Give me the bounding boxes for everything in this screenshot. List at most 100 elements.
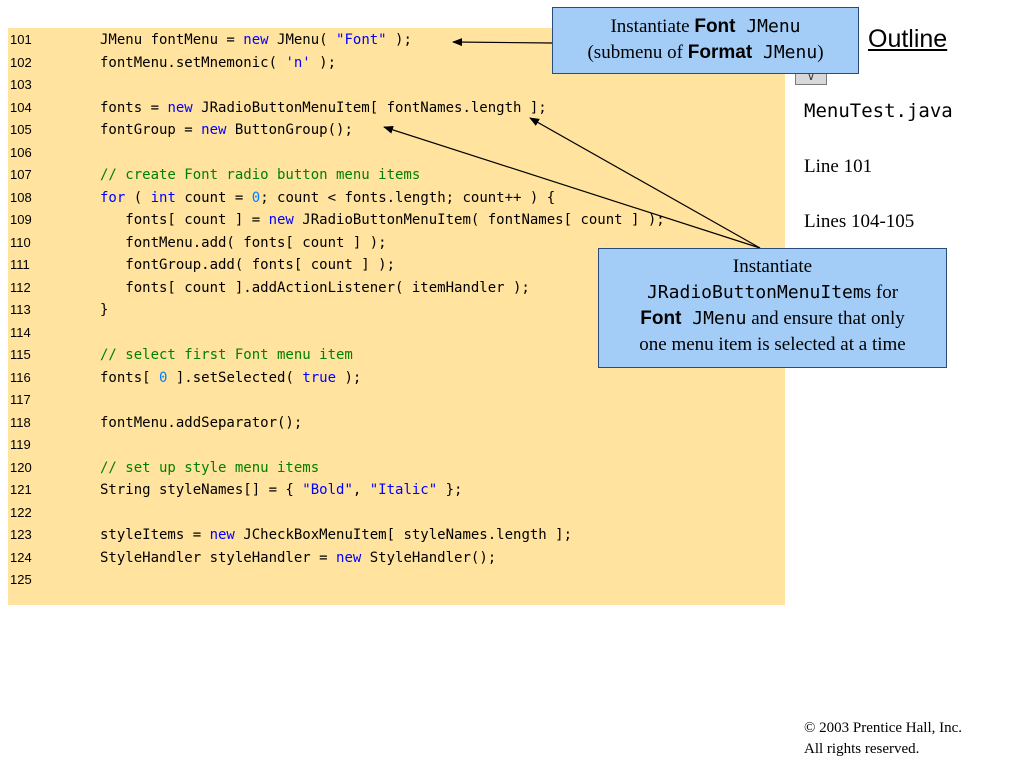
arrow-to-line-101	[452, 38, 553, 47]
callout-text: (submenu of	[587, 42, 688, 63]
line-number: 108	[10, 189, 32, 205]
line-number: 102	[10, 54, 32, 70]
code-token: 'n'	[285, 54, 311, 71]
line-number: 112	[10, 279, 31, 295]
code-token: new	[268, 212, 294, 228]
code-token: fonts[ count ].addActionListener( itemHa…	[100, 279, 530, 296]
callout-text: JMenu	[735, 16, 801, 37]
code-line: 109 fonts[ count ] = new JRadioButtonMen…	[8, 209, 785, 232]
code-token: fonts =	[100, 99, 168, 116]
line-reference-1: Line 101	[804, 156, 873, 177]
code-line: 115// select first Font menu item	[8, 344, 785, 367]
code-token: ].setSelected(	[167, 369, 303, 386]
line-code: // select first Font menu item	[100, 344, 353, 367]
code-line: 125	[8, 569, 785, 592]
arrow-to-line-104	[529, 117, 761, 249]
callout-text: Instantiate	[610, 16, 695, 37]
line-number: 123	[10, 527, 32, 542]
code-token: // set up style menu items	[100, 459, 320, 476]
line-number: 106	[10, 144, 32, 160]
callout-text: one menu item is selected at a time	[639, 334, 906, 355]
code-line: 103	[8, 74, 785, 97]
line-code: // set up style menu items	[100, 457, 319, 480]
line-number: 103	[10, 77, 32, 92]
line-code: fontMenu.addSeparator();	[100, 412, 302, 435]
line-number: 104	[10, 99, 32, 115]
code-token: "Bold"	[302, 482, 353, 498]
code-token: fontMenu.setMnemonic(	[100, 54, 286, 71]
file-name: MenuTest.java	[804, 100, 953, 122]
callout-text: JMenu	[752, 42, 818, 63]
code-token: (	[125, 189, 151, 206]
callout-text: Instantiate	[732, 256, 813, 277]
copyright-notice: © 2003 Prentice Hall, Inc. All rights re…	[804, 718, 962, 760]
line-number: 121	[10, 482, 32, 497]
line-code: fonts[ count ].addActionListener( itemHa…	[100, 277, 530, 300]
code-token: String styleNames[] = {	[100, 482, 303, 498]
copyright-line-2: All rights reserved.	[804, 741, 920, 757]
line-code: fontMenu.setMnemonic( 'n' );	[100, 52, 336, 75]
line-code: styleItems = new JCheckBoxMenuItem[ styl…	[100, 524, 572, 547]
code-line: 113}	[8, 299, 785, 322]
code-token: fontMenu.addSeparator();	[100, 414, 303, 431]
code-line: 121 String styleNames[] = { "Bold", "Ital…	[8, 479, 785, 502]
code-token: ButtonGroup();	[226, 122, 353, 138]
code-line: 111 fontGroup.add( fonts[ count ] );	[8, 254, 785, 277]
callout-radio-items: Instantiate JRadioButtonMenuItems for Fo…	[598, 248, 947, 368]
code-token: fonts[	[100, 369, 160, 386]
line-code: JMenu fontMenu = new JMenu( "Font" );	[100, 29, 412, 52]
code-token: styleItems =	[100, 527, 210, 543]
code-token: JRadioButtonMenuItem( fontNames[ count ]…	[293, 212, 665, 228]
code-token: ; count < fonts.length; count++ ) {	[260, 189, 556, 206]
code-line: 117	[8, 389, 785, 412]
code-line: 102 fontMenu.setMnemonic( 'n' );	[8, 52, 785, 75]
outline-title[interactable]: Outline	[868, 25, 948, 53]
code-token: int	[150, 189, 176, 206]
line-code: fonts[ count ] = new JRadioButtonMenuIte…	[100, 209, 665, 232]
code-token: StyleHandler();	[361, 549, 497, 566]
code-token: StyleHandler styleHandler =	[100, 549, 337, 566]
copyright-line-1: 2003 Prentice Hall, Inc.	[815, 720, 963, 736]
code-token: }	[100, 302, 109, 318]
code-line: 104 fonts = new JRadioButtonMenuItem[ fon…	[8, 97, 785, 120]
code-token: ,	[352, 482, 370, 498]
code-token: new	[209, 527, 235, 543]
code-token: 0	[251, 189, 261, 206]
line-code: fonts = new JRadioButtonMenuItem[ fontNa…	[100, 97, 547, 120]
code-line: 107// create Font radio button menu item…	[8, 164, 785, 187]
code-line: 114	[8, 322, 785, 345]
callout-font-jmenu: Instantiate Font JMenu (submenu of Forma…	[552, 7, 859, 74]
code-token: JCheckBoxMenuItem[ styleNames.length ];	[234, 527, 573, 543]
code-token: fontGroup =	[100, 122, 202, 138]
code-line: 124 StyleHandler styleHandler = new Style…	[8, 547, 785, 570]
callout-text: and ensure that only	[746, 308, 905, 329]
code-token: new	[243, 32, 269, 48]
line-number: 125	[10, 572, 32, 587]
line-number: 114	[10, 324, 31, 340]
line-code: fontGroup.add( fonts[ count ] );	[100, 254, 395, 277]
code-token: );	[310, 54, 337, 71]
code-token: );	[336, 369, 362, 386]
callout-text: Font	[640, 308, 682, 329]
code-token: fontGroup.add( fonts[ count ] );	[100, 257, 396, 273]
line-code: }	[100, 299, 108, 322]
code-line: 120// set up style menu items	[8, 457, 785, 480]
line-number: 116	[10, 369, 31, 385]
code-line: 119	[8, 434, 785, 457]
line-number: 124	[10, 549, 32, 565]
code-line: 122	[8, 502, 785, 525]
code-token: new	[336, 549, 362, 566]
code-token: true	[302, 369, 337, 386]
line-code: String styleNames[] = { "Bold", "Italic"…	[100, 479, 462, 502]
code-token: fontMenu.add( fonts[ count ] );	[100, 234, 387, 251]
code-token: fonts[ count ] =	[100, 212, 269, 228]
callout-text: )	[817, 42, 824, 63]
code-token: JRadioButtonMenuItem[ fontNames.length ]…	[192, 99, 547, 116]
code-token: };	[437, 482, 463, 498]
callout-text: JMenu	[681, 308, 747, 329]
line-number: 111	[10, 257, 30, 272]
line-code: // create Font radio button menu items	[100, 164, 420, 187]
